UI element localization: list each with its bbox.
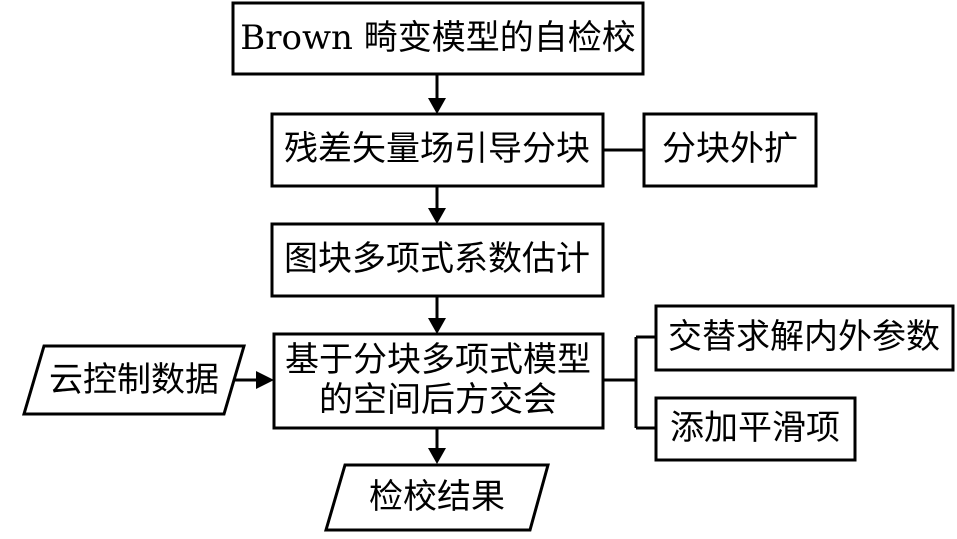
node-check-result: 检校结果 <box>323 463 550 532</box>
node-cloud-control-label: 云控制数据 <box>49 360 219 400</box>
node-resection: 基于分块多项式模型 的空间后方交会 <box>272 332 605 430</box>
edges <box>226 74 656 464</box>
node-residual-block: 残差矢量场引导分块 <box>270 112 605 188</box>
node-block-expand: 分块外扩 <box>642 112 818 188</box>
node-poly-estimate-label: 图块多项式系数估计 <box>284 239 590 279</box>
node-residual-block-label: 残差矢量场引导分块 <box>284 129 590 169</box>
node-alt-solve: 交替求解内外参数 <box>654 304 955 372</box>
node-add-smooth-label: 添加平滑项 <box>670 408 840 448</box>
node-resection-label-line1: 基于分块多项式模型 <box>285 340 591 380</box>
arrowhead-resection <box>428 318 446 334</box>
arrowhead-poly <box>428 208 446 224</box>
node-check-result-label: 检校结果 <box>369 477 505 517</box>
node-poly-estimate: 图块多项式系数估计 <box>270 222 605 298</box>
node-cloud-control: 云控制数据 <box>21 344 247 416</box>
arrowhead-residual <box>428 98 446 114</box>
node-alt-solve-label: 交替求解内外参数 <box>668 317 940 357</box>
node-self-check-label: Brown 畸变模型的自检校 <box>240 18 636 58</box>
arrowhead-cloud-input <box>256 371 274 389</box>
node-self-check: Brown 畸变模型的自检校 <box>231 1 645 76</box>
arrowhead-result <box>428 448 446 464</box>
node-resection-label-line2: 的空间后方交会 <box>319 380 557 420</box>
node-add-smooth: 添加平滑项 <box>654 396 857 462</box>
node-block-expand-label: 分块外扩 <box>662 129 798 169</box>
